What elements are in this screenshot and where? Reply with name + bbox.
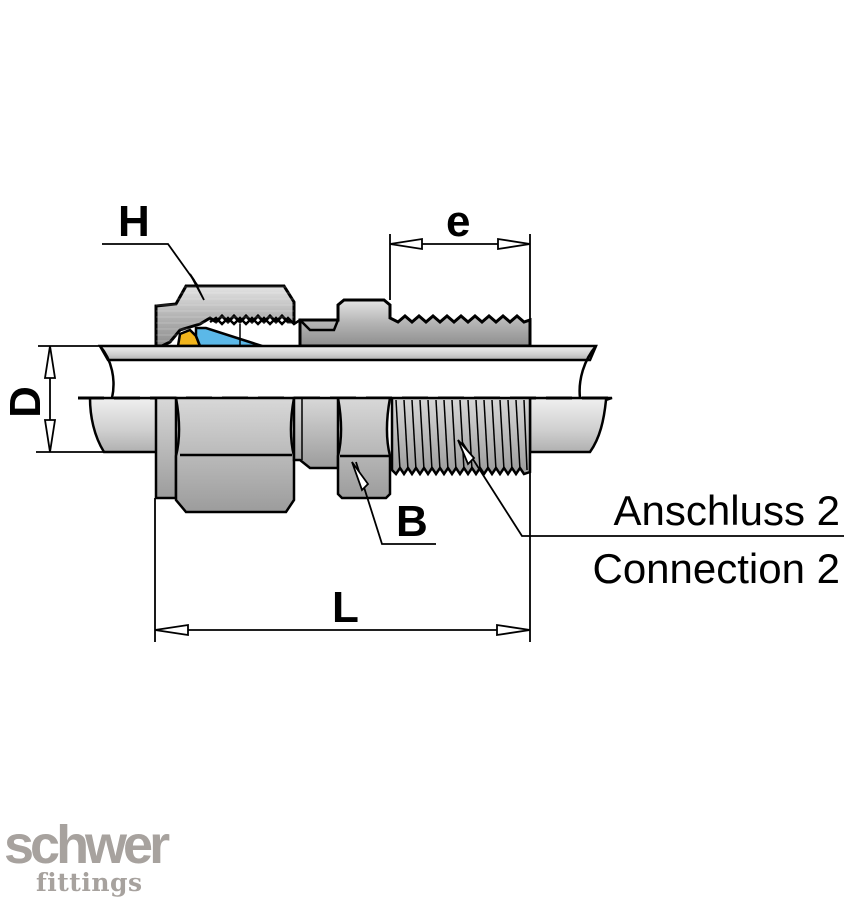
dimension-label-e: e	[446, 197, 471, 246]
connection-label-en: Connection 2	[592, 545, 840, 592]
upper-section	[154, 284, 532, 348]
dimension-label-h: H	[118, 197, 150, 246]
dimension-label-l: L	[332, 583, 359, 632]
dimensions	[36, 234, 844, 642]
lower-view	[154, 396, 532, 514]
connection-label-de: Anschluss 2	[613, 487, 840, 534]
dimension-label-b: B	[396, 497, 428, 546]
logo-subtitle: fittings	[36, 868, 143, 897]
dimension-label-d: D	[1, 386, 50, 418]
logo-wordmark: schwer	[4, 815, 170, 875]
tube	[88, 344, 613, 454]
brand-logo: schwer fittings	[4, 818, 204, 895]
